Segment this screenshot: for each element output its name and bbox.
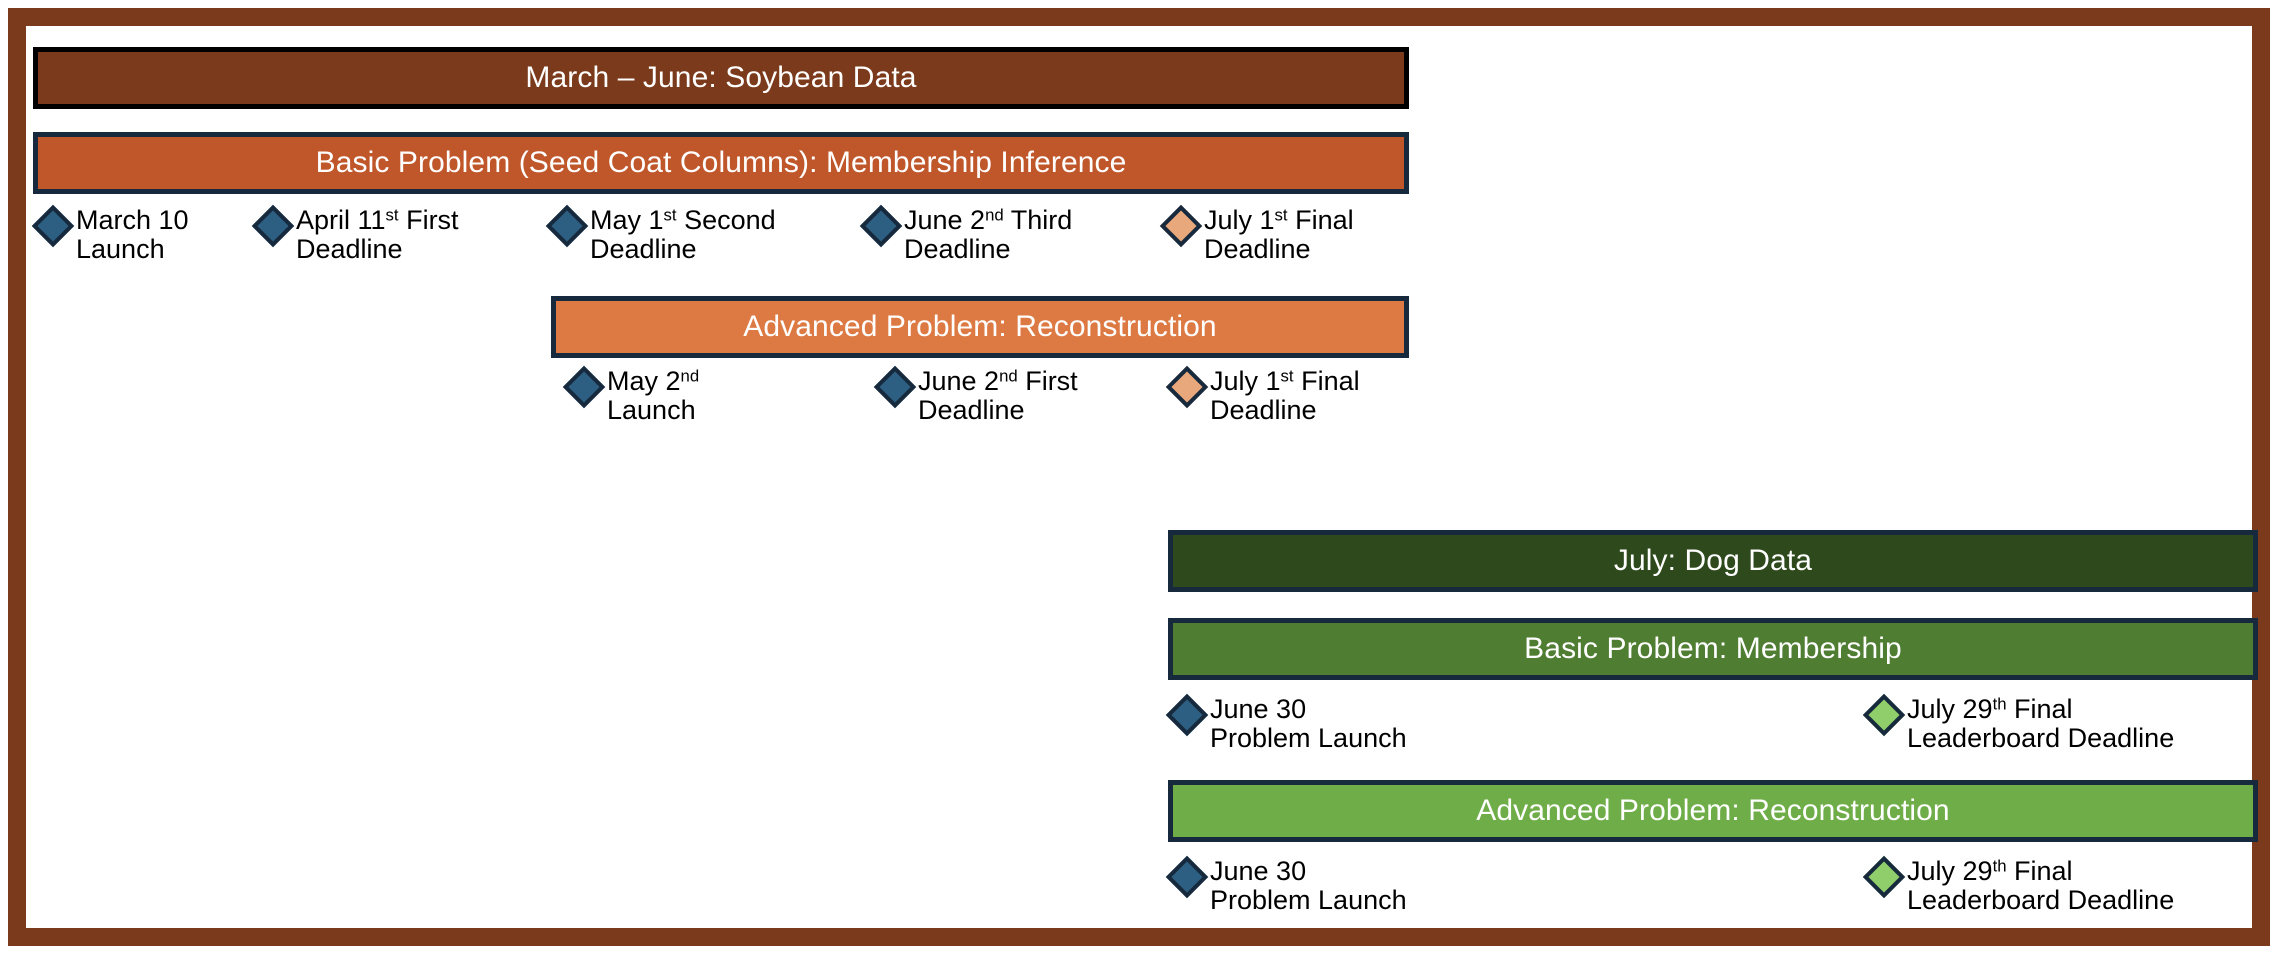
diamond-icon xyxy=(1159,204,1203,248)
milestone-line2: Leaderboard Deadline xyxy=(1907,884,2175,915)
milestone-july-29-final-leaderboard-deadline-basic[interactable]: July 29th Final Leaderboard Deadline xyxy=(1862,693,2174,753)
milestone-label: May 1st Second Deadline xyxy=(590,205,776,264)
milestone-march-10-launch[interactable]: March 10 Launch xyxy=(31,204,189,264)
dog-header-label: July: Dog Data xyxy=(1613,544,1813,577)
milestone-june-30-problem-launch-basic[interactable]: June 30 Problem Launch xyxy=(1165,693,1407,753)
milestone-ordinal: st xyxy=(385,205,399,225)
milestone-ordinal: st xyxy=(663,205,677,225)
milestone-ordinal: st xyxy=(1274,205,1288,225)
diamond-icon xyxy=(1862,855,1906,899)
diamond-icon xyxy=(1165,365,1209,409)
diamond-icon xyxy=(562,365,606,409)
milestone-label: March 10 Launch xyxy=(76,205,189,264)
soybean-basic-label: Basic Problem (Seed Coat Columns): Membe… xyxy=(315,146,1127,179)
milestone-line1: July 29 xyxy=(1907,856,1993,886)
milestone-line1: June 30 xyxy=(1210,856,1307,886)
milestone-line2: Launch xyxy=(607,394,696,425)
milestone-ordinal: nd xyxy=(985,205,1004,225)
milestone-line1: June 30 xyxy=(1210,694,1307,724)
diamond-icon xyxy=(31,204,75,248)
milestone-line1-post: Final xyxy=(1287,205,1354,235)
milestone-june-2-third-deadline[interactable]: June 2nd Third Deadline xyxy=(859,204,1072,264)
milestone-line2: Deadline xyxy=(1204,233,1311,264)
soybean-basic-bar: Basic Problem (Seed Coat Columns): Membe… xyxy=(33,132,1409,194)
dog-basic-label: Basic Problem: Membership xyxy=(1524,632,1902,665)
milestone-june-2-first-deadline[interactable]: June 2nd First Deadline xyxy=(873,365,1078,425)
milestone-line1: May 1 xyxy=(590,205,664,235)
diamond-icon xyxy=(251,204,295,248)
milestone-label: June 2nd First Deadline xyxy=(918,366,1078,425)
soybean-header-bar: March – June: Soybean Data xyxy=(33,47,1409,109)
milestone-may-2-launch[interactable]: May 2nd Launch xyxy=(562,365,699,425)
diamond-icon xyxy=(1165,855,1209,899)
milestone-july-29-final-leaderboard-deadline-advanced[interactable]: July 29th Final Leaderboard Deadline xyxy=(1862,855,2174,915)
milestone-line1-post: First xyxy=(398,205,459,235)
milestone-line1: July 1 xyxy=(1210,366,1281,396)
diamond-icon xyxy=(859,204,903,248)
milestone-line2: Problem Launch xyxy=(1210,884,1407,915)
milestone-line1: June 2 xyxy=(904,205,986,235)
milestone-line2: Deadline xyxy=(918,394,1025,425)
milestone-ordinal: th xyxy=(1992,856,2007,876)
milestone-july-1-final-deadline[interactable]: July 1st Final Deadline xyxy=(1159,204,1354,264)
milestone-ordinal: th xyxy=(1992,694,2007,714)
milestone-line1-post: Final xyxy=(2006,694,2073,724)
diamond-icon xyxy=(1862,693,1906,737)
dog-basic-bar: Basic Problem: Membership xyxy=(1168,618,2258,680)
soybean-advanced-label: Advanced Problem: Reconstruction xyxy=(743,310,1217,343)
milestone-label: July 29th Final Leaderboard Deadline xyxy=(1907,694,2174,753)
milestone-label: April 11st First Deadline xyxy=(296,205,459,264)
milestone-label: June 30 Problem Launch xyxy=(1210,856,1407,915)
diamond-icon xyxy=(873,365,917,409)
milestone-line1-post: Third xyxy=(1003,205,1073,235)
milestone-may-1-second-deadline[interactable]: May 1st Second Deadline xyxy=(545,204,776,264)
dog-advanced-label: Advanced Problem: Reconstruction xyxy=(1476,794,1950,827)
soybean-advanced-bar: Advanced Problem: Reconstruction xyxy=(551,296,1409,358)
milestone-ordinal: nd xyxy=(999,366,1018,386)
milestone-line1-post: Second xyxy=(676,205,776,235)
milestone-label: July 1st Final Deadline xyxy=(1210,366,1360,425)
diamond-icon xyxy=(545,204,589,248)
milestone-label: June 2nd Third Deadline xyxy=(904,205,1072,264)
dog-advanced-bar: Advanced Problem: Reconstruction xyxy=(1168,780,2258,842)
milestone-line2: Deadline xyxy=(1210,394,1317,425)
milestone-line1: April 11 xyxy=(296,205,386,235)
milestone-line2: Deadline xyxy=(296,233,403,264)
milestone-ordinal: nd xyxy=(680,366,700,386)
milestone-line1: July 29 xyxy=(1907,694,1993,724)
milestone-july-1-final-deadline-advanced[interactable]: July 1st Final Deadline xyxy=(1165,365,1360,425)
milestone-label: July 1st Final Deadline xyxy=(1204,205,1354,264)
milestone-label: June 30 Problem Launch xyxy=(1210,694,1407,753)
milestone-line1: July 1 xyxy=(1204,205,1275,235)
milestone-line1-post: Final xyxy=(2006,856,2073,886)
milestone-april-11-first-deadline[interactable]: April 11st First Deadline xyxy=(251,204,459,264)
milestone-line2: Deadline xyxy=(904,233,1011,264)
milestone-line1: May 2 xyxy=(607,366,681,396)
milestone-label: May 2nd Launch xyxy=(607,366,699,425)
milestone-ordinal: st xyxy=(1280,366,1294,386)
milestone-line1-post: First xyxy=(1017,366,1078,396)
milestone-label: July 29th Final Leaderboard Deadline xyxy=(1907,856,2174,915)
milestone-line2: Leaderboard Deadline xyxy=(1907,722,2175,753)
dog-header-bar: July: Dog Data xyxy=(1168,530,2258,592)
soybean-header-label: March – June: Soybean Data xyxy=(525,61,917,94)
milestone-line1-post: Final xyxy=(1293,366,1360,396)
diamond-icon xyxy=(1165,693,1209,737)
milestone-line1: June 2 xyxy=(918,366,1000,396)
milestone-line2: Problem Launch xyxy=(1210,722,1407,753)
milestone-line2: Launch xyxy=(76,233,165,264)
milestone-line2: Deadline xyxy=(590,233,697,264)
milestone-line1: March 10 xyxy=(76,205,189,235)
milestone-june-30-problem-launch-advanced[interactable]: June 30 Problem Launch xyxy=(1165,855,1407,915)
